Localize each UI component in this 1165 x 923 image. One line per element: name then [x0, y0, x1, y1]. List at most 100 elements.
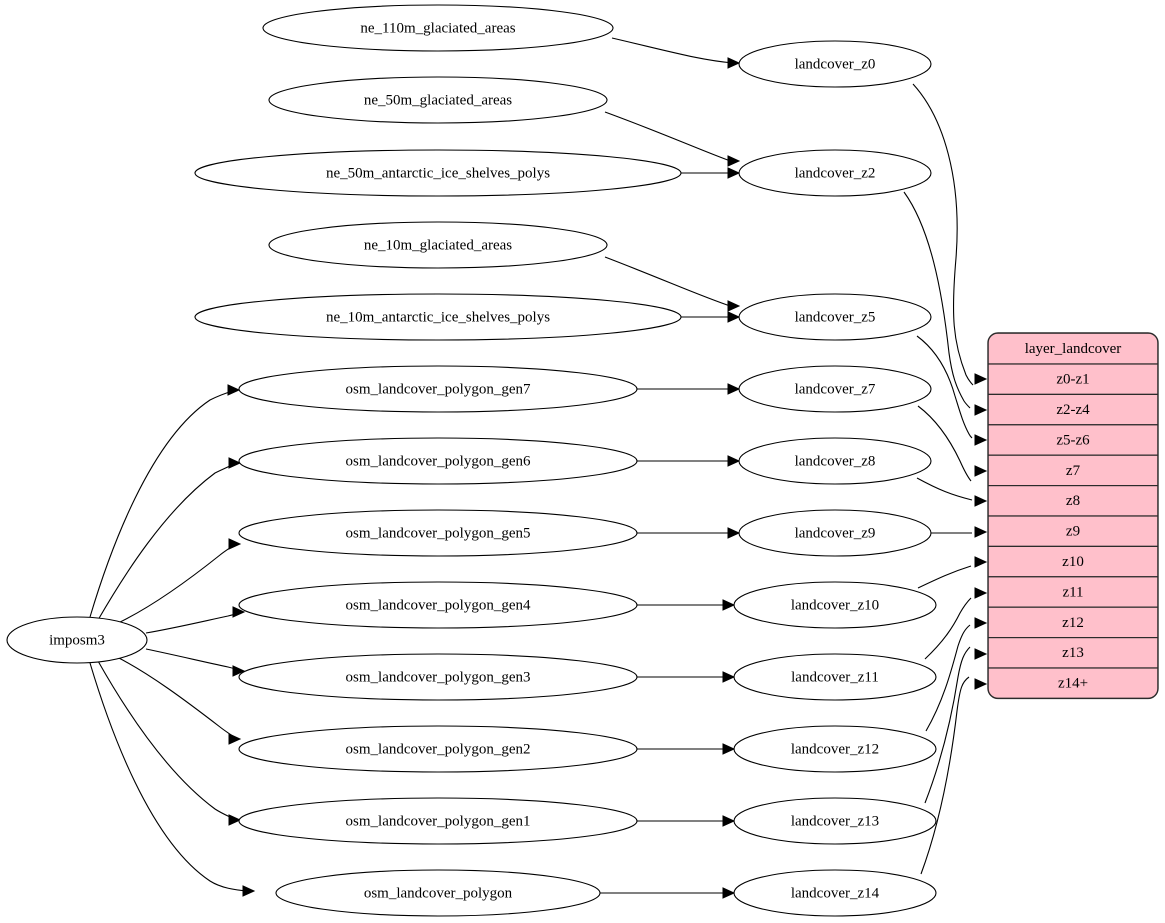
table-row[interactable] — [988, 667, 1158, 699]
edge-ne_110m_glaciated_areas-to-landcover_z0 — [611, 37, 734, 64]
table-row[interactable] — [988, 424, 1158, 456]
node-label-landcover_z9: landcover_z9 — [795, 525, 876, 541]
node-imposm3[interactable]: imposm3 — [6, 616, 148, 664]
edge-imposm3-to-osm_landcover_polygon_gen4 — [145, 612, 240, 634]
node-label-osm_landcover_polygon_gen2: osm_landcover_polygon_gen2 — [346, 741, 531, 757]
arrowhead-row_z12 — [974, 617, 988, 629]
node-osm_landcover_polygon_gen6[interactable]: osm_landcover_polygon_gen6 — [238, 437, 638, 485]
node-osm_landcover_polygon_gen4[interactable]: osm_landcover_polygon_gen4 — [238, 581, 638, 629]
node-ne_50m_glaciated_areas[interactable]: ne_50m_glaciated_areas — [268, 76, 608, 124]
node-ne_50m_antarctic_ice_shelves_polys[interactable]: ne_50m_antarctic_ice_shelves_polys — [194, 149, 682, 197]
node-landcover_z2[interactable]: landcover_z2 — [738, 149, 932, 197]
table-row-label: z8 — [1066, 493, 1080, 509]
node-label-landcover_z8: landcover_z8 — [795, 453, 876, 469]
table-row-label: z12 — [1062, 615, 1084, 631]
node-label-landcover_z2: landcover_z2 — [795, 165, 876, 181]
node-osm_landcover_polygon_gen2[interactable]: osm_landcover_polygon_gen2 — [238, 725, 638, 773]
node-ne_10m_glaciated_areas[interactable]: ne_10m_glaciated_areas — [268, 221, 608, 269]
node-label-ne_10m_glaciated_areas: ne_10m_glaciated_areas — [364, 237, 512, 253]
node-shape-landcover_z13 — [733, 797, 937, 845]
node-label-osm_landcover_polygon_gen7: osm_landcover_polygon_gen7 — [346, 381, 531, 397]
node-label-landcover_z7: landcover_z7 — [795, 381, 876, 397]
arrowhead-row_z14+ — [974, 678, 988, 690]
edge-imposm3-to-osm_landcover_polygon_gen2 — [116, 656, 235, 738]
node-shape-osm_landcover_polygon_gen2 — [238, 725, 638, 773]
table-row-label: z10 — [1062, 554, 1084, 570]
node-label-ne_50m_glaciated_areas: ne_50m_glaciated_areas — [364, 92, 512, 108]
node-shape-osm_landcover_polygon_gen7 — [238, 365, 638, 413]
node-label-osm_landcover_polygon_gen6: osm_landcover_polygon_gen6 — [346, 453, 531, 469]
node-shape-landcover_z10 — [733, 581, 937, 629]
node-osm_landcover_polygon[interactable]: osm_landcover_polygon — [275, 869, 601, 917]
arrowhead-osm_plain — [242, 885, 256, 897]
node-label-landcover_z14: landcover_z14 — [791, 885, 880, 901]
node-shape-landcover_z14 — [733, 869, 937, 917]
node-landcover_z10[interactable]: landcover_z10 — [733, 581, 937, 629]
node-shape-landcover_z0 — [738, 40, 932, 88]
arrowhead-row_z13 — [974, 648, 988, 660]
table-row-label: z5-z6 — [1056, 432, 1090, 448]
edge-imposm3-to-osm_landcover_polygon_gen5 — [115, 544, 235, 625]
node-landcover_z12[interactable]: landcover_z12 — [733, 725, 937, 773]
node-shape-osm_landcover_polygon — [275, 869, 601, 917]
node-landcover_z7[interactable]: landcover_z7 — [738, 365, 932, 413]
arrowhead-row_z11 — [974, 587, 988, 599]
arrowhead-row_z2-z4 — [974, 404, 988, 416]
node-label-landcover_z12: landcover_z12 — [791, 741, 879, 757]
edge-imposm3-to-osm_landcover_polygon_gen1 — [97, 660, 235, 820]
table-row-label: z11 — [1062, 584, 1083, 600]
node-landcover_z5[interactable]: landcover_z5 — [738, 293, 932, 341]
node-ne_10m_antarctic_ice_shelves_polys[interactable]: ne_10m_antarctic_ice_shelves_polys — [194, 293, 682, 341]
node-landcover_z8[interactable]: landcover_z8 — [738, 437, 932, 485]
arrowhead-row_z8 — [974, 495, 988, 507]
node-landcover_z0[interactable]: landcover_z0 — [738, 40, 932, 88]
arrowhead-landcover_z14 — [722, 887, 736, 899]
node-shape-landcover_z5 — [738, 293, 932, 341]
node-osm_landcover_polygon_gen1[interactable]: osm_landcover_polygon_gen1 — [238, 797, 638, 845]
edges-layer — [89, 37, 974, 894]
table-row[interactable] — [988, 545, 1158, 578]
node-shape-landcover_z7 — [738, 365, 932, 413]
node-label-ne_10m_antarctic_ice_shelves_polys: ne_10m_antarctic_ice_shelves_polys — [326, 309, 550, 325]
node-osm_landcover_polygon_gen5[interactable]: osm_landcover_polygon_gen5 — [238, 509, 638, 557]
arrowhead-landcover_z0 — [727, 57, 741, 69]
edge-landcover_z5-to-row_z5-z6 — [916, 335, 973, 439]
edge-imposm3-to-osm_landcover_polygon_gen6 — [97, 463, 235, 621]
table-row[interactable] — [988, 515, 1158, 547]
table-row[interactable] — [988, 606, 1158, 639]
node-osm_landcover_polygon_gen7[interactable]: osm_landcover_polygon_gen7 — [238, 365, 638, 413]
table-row-label: z2-z4 — [1056, 402, 1090, 418]
table-row[interactable] — [988, 636, 1158, 669]
node-ne_110m_glaciated_areas[interactable]: ne_110m_glaciated_areas — [262, 4, 614, 52]
table-cells: layer_landcoverz0-z1z2-z4z5-z6z7z8z9z10z… — [988, 333, 1158, 699]
node-shape-osm_landcover_polygon_gen1 — [238, 797, 638, 845]
arrowhead-landcover_z2a — [727, 155, 741, 167]
edge-landcover_z11-to-row_z11 — [924, 597, 972, 660]
table-row-label: z14+ — [1058, 676, 1088, 692]
layer-landcover-table: layer_landcoverz0-z1z2-z4z5-z6z7z8z9z10z… — [987, 332, 1159, 700]
node-label-imposm3: imposm3 — [49, 632, 105, 648]
node-shape-landcover_z8 — [738, 437, 932, 485]
edge-imposm3-to-osm_landcover_polygon_gen3 — [145, 648, 240, 671]
arrowhead-landcover_z9 — [727, 527, 741, 539]
node-label-osm_landcover_polygon_gen3: osm_landcover_polygon_gen3 — [346, 669, 531, 685]
table-row[interactable] — [988, 393, 1158, 426]
node-landcover_z11[interactable]: landcover_z11 — [733, 653, 937, 701]
node-osm_landcover_polygon_gen3[interactable]: osm_landcover_polygon_gen3 — [238, 653, 638, 701]
node-landcover_z14[interactable]: landcover_z14 — [733, 869, 937, 917]
edge-ne_10m_glaciated_areas-to-landcover_z5 — [604, 256, 734, 308]
arrowhead-osm_gen5 — [228, 538, 242, 550]
arrowhead-landcover_z8 — [727, 455, 741, 467]
table-row-label: z13 — [1062, 645, 1084, 661]
node-landcover_z13[interactable]: landcover_z13 — [733, 797, 937, 845]
table-row[interactable] — [988, 454, 1158, 487]
node-label-landcover_z10: landcover_z10 — [791, 597, 879, 613]
node-shape-ne_10m_glaciated_areas — [268, 221, 608, 269]
node-label-ne_110m_glaciated_areas: ne_110m_glaciated_areas — [360, 20, 515, 36]
node-landcover_z9[interactable]: landcover_z9 — [738, 509, 932, 557]
node-shape-landcover_z12 — [733, 725, 937, 773]
node-shape-osm_landcover_polygon_gen5 — [238, 509, 638, 557]
node-label-ne_50m_antarctic_ice_shelves_polys: ne_50m_antarctic_ice_shelves_polys — [326, 165, 550, 181]
